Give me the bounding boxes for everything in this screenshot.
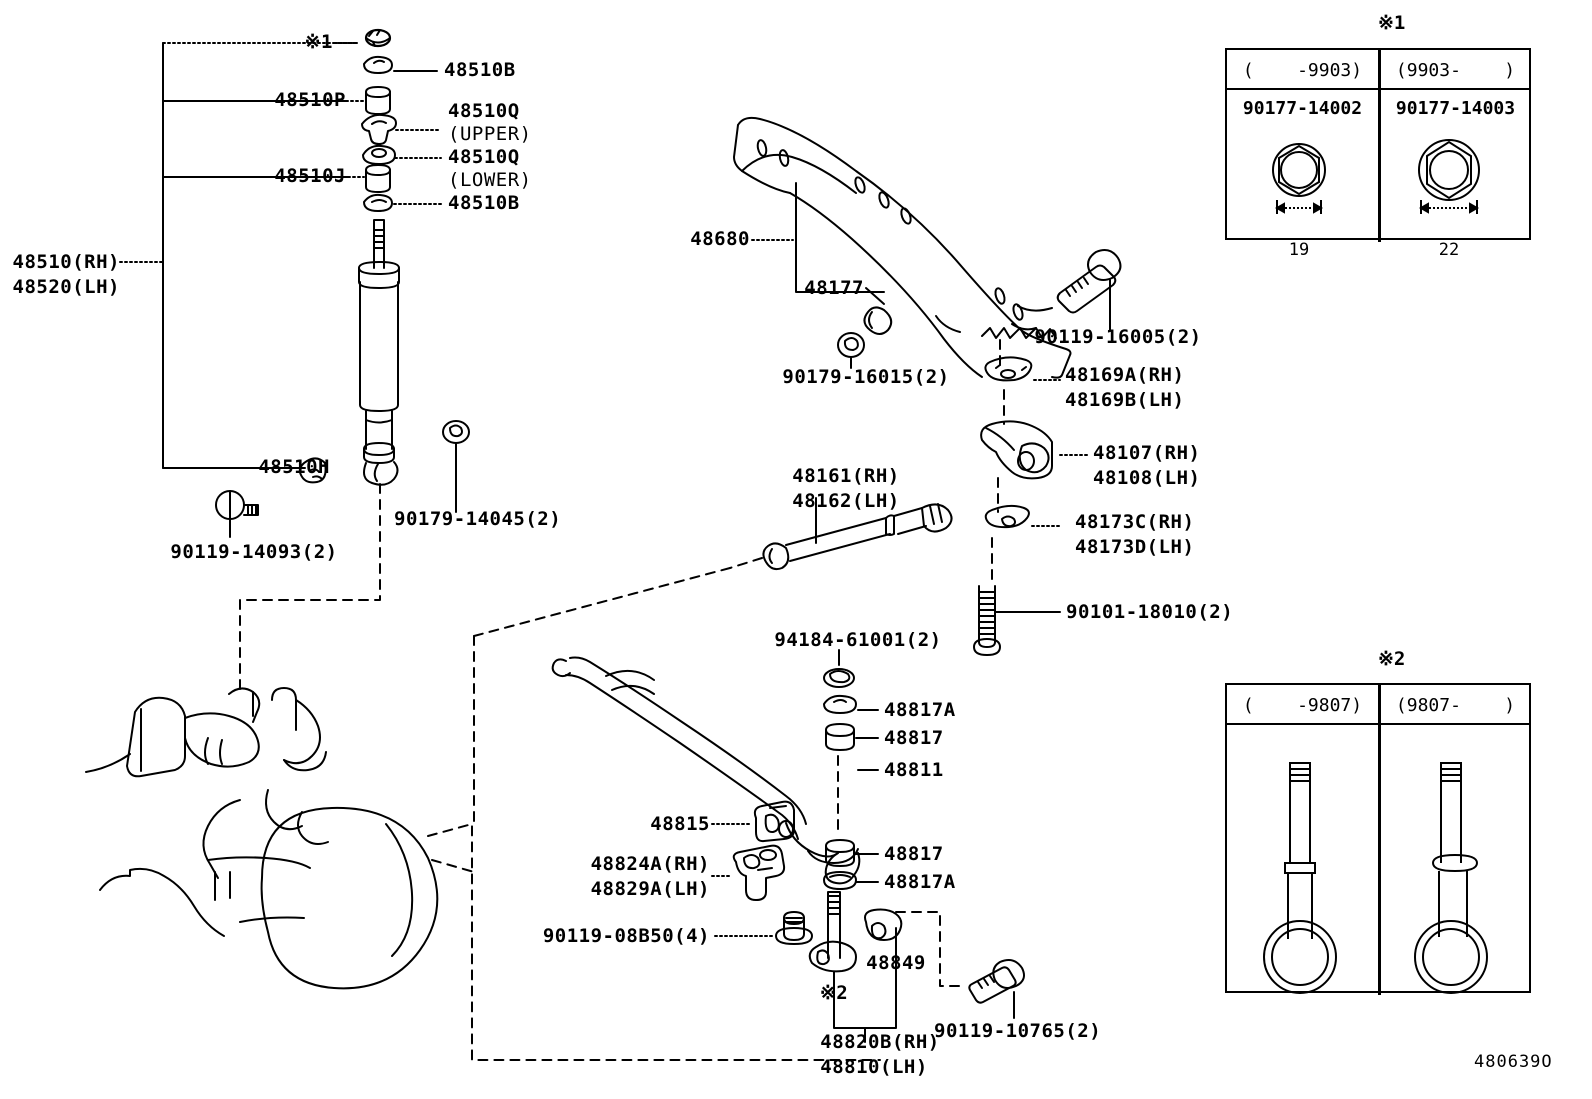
ref-box-2: ( -9807) (9807- ) [1225, 683, 1531, 995]
ref-box-1-divider [1378, 50, 1381, 242]
left-assembly-bracket [119, 42, 356, 469]
part-48817-bottom [825, 839, 855, 867]
ref-box-1: ( -9903) (9903- ) 90177-14002 90177-1400… [1225, 48, 1531, 260]
part-bolt-90119-16005 [1056, 249, 1122, 331]
part-stabilizer-link-star2 [808, 891, 857, 1001]
label-48849: 48849 [866, 952, 926, 974]
label-48510b-top: 48510B [444, 59, 516, 81]
label-48680: 48680 [690, 228, 750, 250]
label-48817-top: 48817 [884, 727, 944, 749]
label-48811: 48811 [884, 759, 944, 781]
part-48815-bush [753, 800, 795, 843]
label-48510q-lower: 48510Q [448, 146, 520, 168]
part-48510j-collar [365, 164, 391, 193]
part-48169-plate [984, 356, 1033, 382]
part-nut-90179-16015 [837, 332, 865, 369]
part-nut-star1 [364, 28, 392, 48]
label-left-assembly: 48510(RH)48520(LH) [12, 251, 120, 298]
part-nut-94184-61001 [823, 649, 855, 688]
label-nut-90179-14045: 90179-14045(2) [394, 508, 562, 530]
label-nut-90179-16015: 90179-16015(2) [782, 366, 950, 388]
ref-box-1-marker: ※1 [1378, 12, 1406, 34]
label-48510q-lower-sub: (LOWER) [448, 169, 532, 191]
label-bolt-90101-18010: 90101-18010(2) [1066, 601, 1234, 623]
ref-box-2-range-col2: (9807- ) [1395, 694, 1516, 716]
part-48107-bracket [980, 420, 1053, 480]
label-bolt-90119-14093: 90119-14093(2) [170, 541, 338, 563]
label-48817-bottom: 48817 [884, 843, 944, 865]
part-48177-bush [863, 287, 893, 335]
label-48510h: 48510H [258, 456, 330, 478]
ref-box-1-range-col2: (9903- ) [1395, 59, 1516, 81]
part-upper-control-arm-48680 [733, 116, 1072, 379]
ref-box-1-part-col1: 90177-14002 [1242, 98, 1363, 119]
ref-box-2-range-col1: ( -9807) [1242, 694, 1363, 716]
part-48849-spacer [864, 908, 903, 1001]
label-star2-marker: ※2 [819, 982, 849, 1004]
ref-box-1-dim-col1: 19 [1288, 240, 1310, 260]
label-48510p: 48510P [274, 89, 346, 111]
label-48173: 48173C(RH)48173D(LH) [1075, 511, 1195, 558]
ref-box-1-nut-drawings [1272, 139, 1480, 214]
label-48107: 48107(RH)48108(LH) [1093, 442, 1201, 489]
label-bolt-90119-08b50: 90119-08B50(4) [542, 925, 710, 947]
label-48177: 48177 [804, 277, 864, 299]
label-star1-marker: ※1 [304, 31, 333, 53]
label-lateral-rod: 48161(RH)48162(LH) [792, 465, 900, 512]
label-48510b-bottom: 48510B [448, 192, 520, 214]
label-48510q-upper: 48510Q [448, 100, 520, 122]
part-48510b-bottom [363, 193, 393, 212]
part-bolt-90119-14093 [215, 490, 259, 538]
label-48817a-bottom: 48817A [884, 871, 956, 893]
label-48817a-top: 48817A [884, 699, 956, 721]
part-48510q-lower [362, 144, 396, 165]
label-48510q-upper-sub: (UPPER) [448, 123, 532, 145]
part-48510h-bush [298, 457, 327, 484]
label-bolt-90119-16005: 90119-16005(2) [1034, 326, 1202, 348]
part-bolt-90101-18010 [973, 585, 1061, 656]
label-nut-94184-61001: 94184-61001(2) [774, 629, 942, 651]
ref-box-1-part-col2: 90177-14003 [1395, 98, 1516, 119]
part-48817a-bottom [823, 871, 857, 890]
part-nut-90179-14045 [442, 420, 470, 513]
part-48510p-collar [365, 86, 391, 115]
part-stabilizer-bar-48811 [551, 656, 861, 885]
part-bolt-90119-08b50 [711, 911, 813, 945]
part-48817a-top [823, 694, 857, 714]
label-48815: 48815 [650, 813, 710, 835]
label-48820b-link: 48820B(RH)48810(LH) [820, 1031, 940, 1078]
ref-box-2-link-drawings [1263, 762, 1488, 994]
part-shock-absorber-body [358, 219, 400, 486]
part-48510q-upper [361, 113, 397, 145]
part-48173-retainer [984, 504, 1030, 529]
ref-box-1-range-col1: ( -9903) [1242, 59, 1363, 81]
ref-box-2-divider [1378, 685, 1381, 995]
ref-box-1-dim-col2: 22 [1438, 240, 1460, 260]
diagram-id: 480639O [1474, 1052, 1553, 1072]
label-48510j: 48510J [274, 165, 346, 187]
label-bolt-90119-10765: 90119-10765(2) [934, 1020, 1102, 1042]
part-48817-top [825, 723, 855, 751]
ref-box-2-marker: ※2 [1378, 648, 1406, 670]
part-bolt-90119-10765 [968, 959, 1025, 1019]
part-lateral-rod-48161 [729, 497, 953, 571]
drawing-axle-housing [85, 687, 439, 990]
part-48824a-bracket [732, 844, 786, 901]
label-48824a: 48824A(RH)48829A(LH) [590, 853, 710, 900]
part-48510b-top [363, 55, 393, 74]
label-48169: 48169A(RH)48169B(LH) [1065, 364, 1185, 411]
